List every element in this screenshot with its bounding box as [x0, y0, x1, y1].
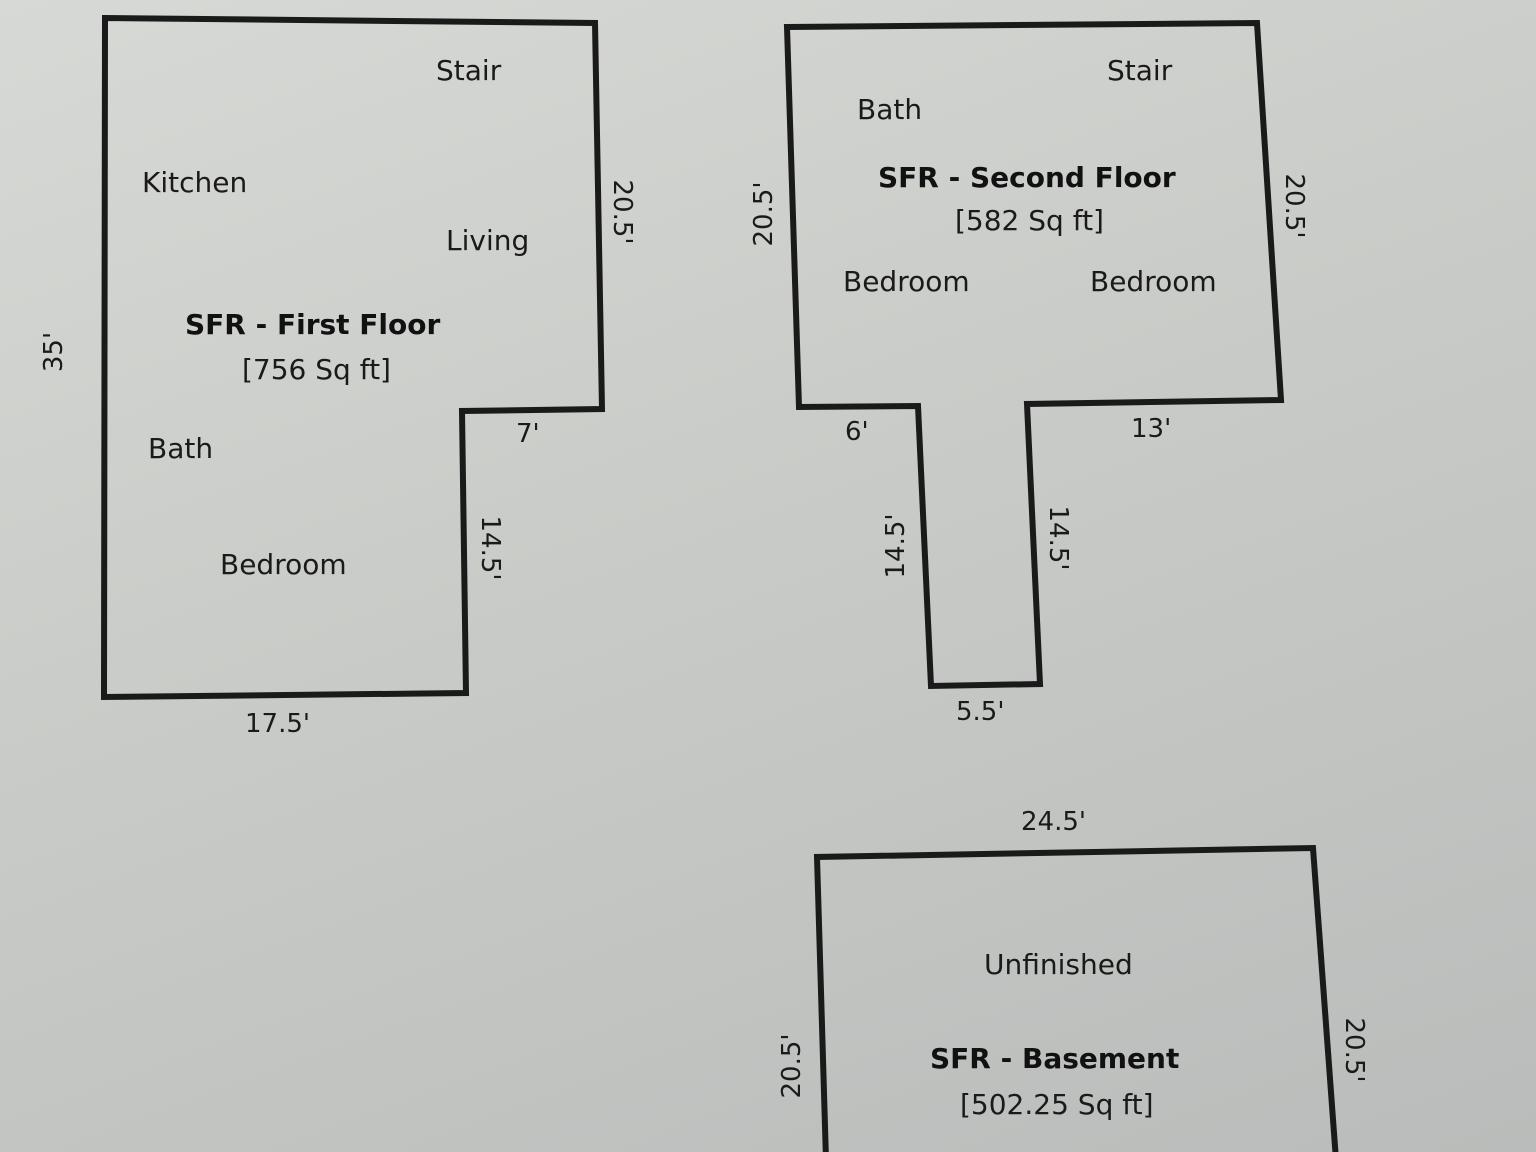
first-floor-plan: Stair Kitchen Living SFR - First Floor […: [39, 14, 637, 739]
second-floor-outline: [783, 19, 1285, 690]
second-floor-right-dimension: 20.5': [1279, 173, 1309, 238]
first-floor-kitchen-label: Kitchen: [142, 166, 247, 199]
basement-title: SFR - Basement: [930, 1042, 1179, 1075]
first-floor-living-label: Living: [446, 224, 529, 257]
second-floor-left-step-dimension: 6': [845, 417, 869, 447]
first-floor-outline: [100, 14, 606, 701]
first-floor-bedroom-label: Bedroom: [220, 548, 347, 581]
second-floor-stem-right-dimension: 14.5': [1043, 505, 1073, 570]
second-floor-stem-left-dimension: 14.5': [881, 513, 911, 578]
second-floor-area: [582 Sq ft]: [955, 204, 1104, 237]
basement-plan: 24.5' Unfinished SFR - Basement [502.25 …: [777, 807, 1369, 1152]
second-floor-bedroom-right-label: Bedroom: [1090, 265, 1217, 298]
second-floor-bedroom-left-label: Bedroom: [843, 265, 970, 298]
basement-outline: [813, 844, 1339, 1152]
first-floor-bottom-dimension: 17.5': [245, 709, 310, 739]
basement-left-dimension: 20.5': [777, 1033, 807, 1098]
second-floor-stair-label: Stair: [1107, 54, 1173, 87]
first-floor-left-dimension: 35': [39, 332, 69, 372]
first-floor-title: SFR - First Floor: [185, 308, 441, 341]
basement-area: [502.25 Sq ft]: [960, 1088, 1154, 1121]
basement-unfinished-label: Unfinished: [984, 948, 1133, 981]
second-floor-bath-label: Bath: [857, 93, 922, 126]
first-floor-notch-dimension: 7': [516, 419, 540, 449]
second-floor-plan: Stair Bath SFR - Second Floor [582 Sq ft…: [749, 19, 1309, 727]
basement-right-dimension: 20.5': [1339, 1017, 1369, 1082]
first-floor-area: [756 Sq ft]: [242, 353, 391, 386]
first-floor-bath-label: Bath: [148, 432, 213, 465]
second-floor-right-step-dimension: 13': [1131, 414, 1171, 444]
first-floor-right-lower-dimension: 14.5': [475, 515, 505, 580]
second-floor-stem-bottom-dimension: 5.5': [956, 697, 1005, 727]
first-floor-right-upper-dimension: 20.5': [607, 179, 637, 244]
first-floor-stair-label: Stair: [436, 54, 502, 87]
basement-top-dimension: 24.5': [1021, 807, 1086, 837]
second-floor-title: SFR - Second Floor: [878, 161, 1176, 194]
second-floor-left-dimension: 20.5': [749, 181, 779, 246]
